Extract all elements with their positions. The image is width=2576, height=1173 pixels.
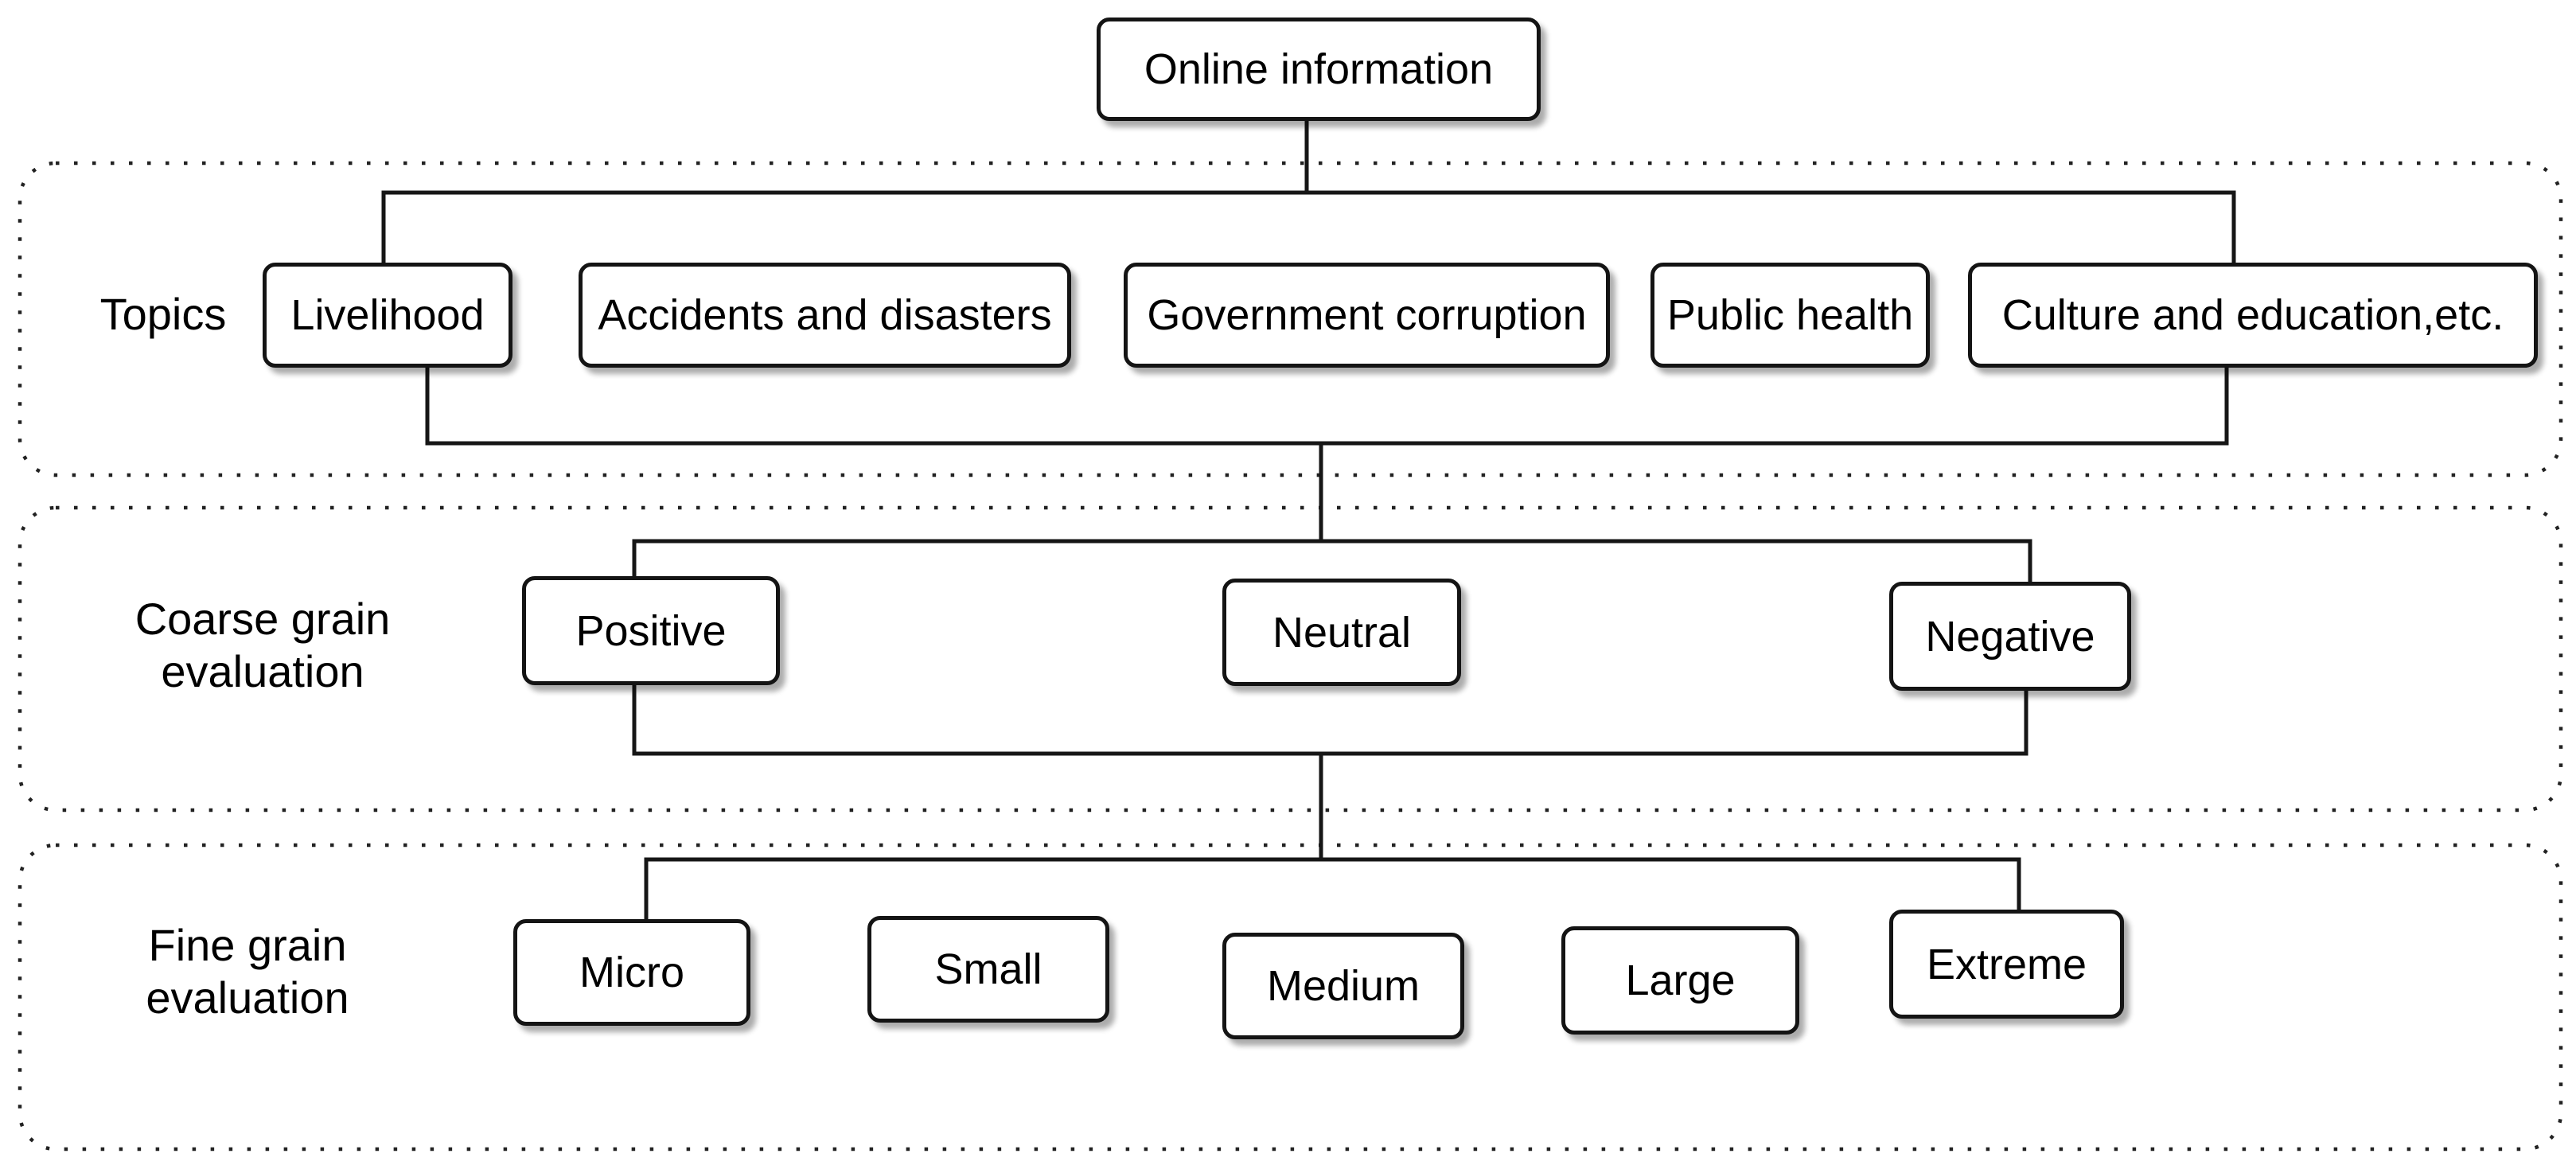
connector-coarse-bottom-bus (632, 676, 2028, 756)
node-accidents-and-disasters: Accidents and disasters (579, 263, 1071, 368)
node-livelihood: Livelihood (263, 263, 512, 368)
node-label: Medium (1266, 962, 1421, 1010)
node-label: Large (1625, 957, 1736, 1004)
node-positive: Positive (522, 576, 780, 685)
node-label: Accidents and disasters (598, 291, 1052, 339)
node-government-corruption: Government corruption (1124, 263, 1610, 368)
node-online-information: Online information (1097, 18, 1541, 121)
node-label: Extreme (1926, 940, 2087, 988)
node-negative: Negative (1889, 582, 2131, 691)
node-label: Livelihood (290, 291, 485, 339)
connector-topics-bottom-bus (425, 360, 2229, 446)
node-label: Culture and education,etc. (2001, 291, 2504, 339)
node-label: Small (934, 945, 1042, 993)
node-label: Government corruption (1147, 291, 1587, 339)
node-small: Small (867, 916, 1109, 1023)
node-extreme: Extreme (1889, 910, 2124, 1019)
node-medium: Medium (1222, 933, 1464, 1039)
topics-section-label: Topics (99, 289, 227, 339)
fine-section-label: Fine grain evaluation (146, 920, 349, 1023)
node-label: Micro (579, 949, 684, 996)
coarse-section-label: Coarse grain evaluation (134, 594, 391, 696)
node-public-health: Public health (1650, 263, 1930, 368)
node-neutral: Neutral (1222, 579, 1461, 686)
node-culture-and-education: Culture and education,etc. (1968, 263, 2538, 368)
node-label: Online information (1144, 45, 1494, 93)
node-label: Positive (575, 606, 727, 655)
node-micro: Micro (513, 919, 750, 1026)
node-label: Negative (1925, 612, 2095, 661)
node-label: Neutral (1272, 608, 1412, 657)
node-label: Public health (1666, 291, 1914, 339)
connector-coarse-top-bus (632, 539, 2032, 595)
connector-fine-top-bus (644, 857, 2021, 931)
fine-section-border (18, 843, 2563, 1152)
node-large: Large (1561, 926, 1799, 1035)
connector-topics-top-bus (381, 190, 2236, 275)
coarse-section-border (18, 505, 2563, 813)
